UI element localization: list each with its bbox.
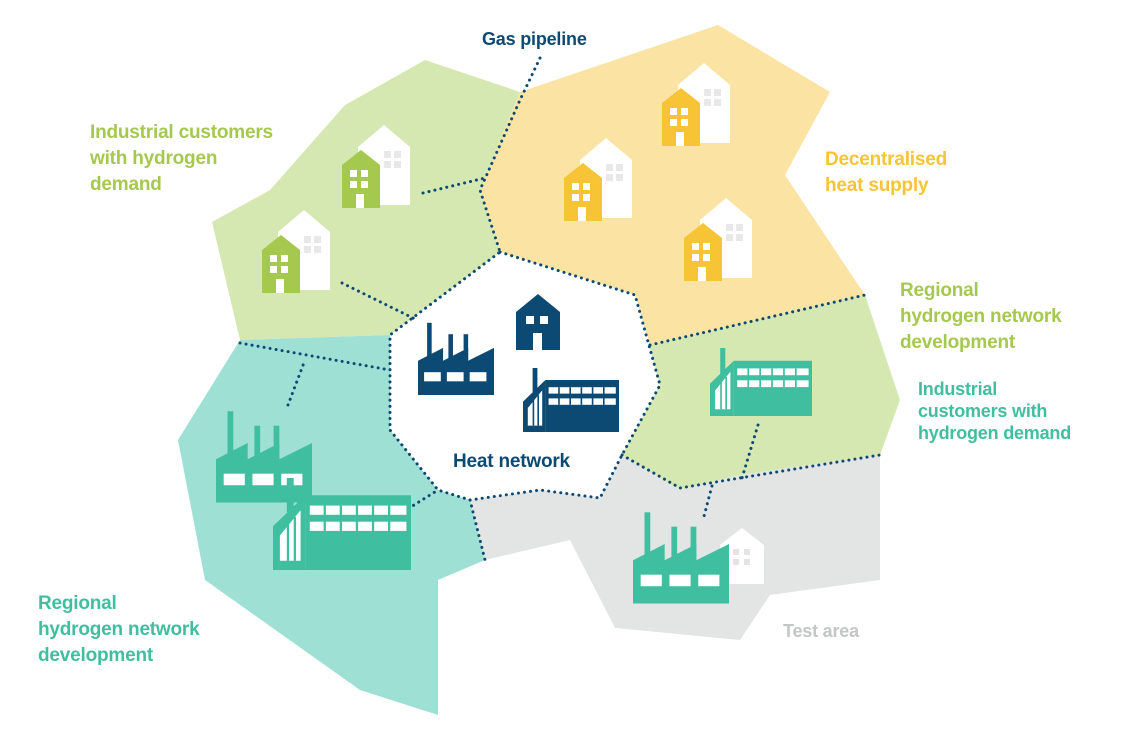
- industrial-customers-left-label: Industrial customers with hydrogen deman…: [90, 122, 273, 195]
- gas-pipeline-label: Gas pipeline: [482, 29, 587, 49]
- dotted-borders: [238, 56, 882, 562]
- region-heat-network: [390, 252, 660, 500]
- regional-hydrogen-right-label: Regional hydrogen network development: [900, 280, 1062, 353]
- border-yellow-green-right: [648, 293, 867, 347]
- decentralised-heat-label: Decentralised heat supply: [825, 149, 948, 196]
- industrial-customers-right-label: Industrial customers with hydrogen deman…: [918, 379, 1072, 443]
- gas-pipeline-line: [478, 56, 542, 254]
- region-decentralised-heat: [480, 25, 865, 345]
- connector-house-top-left: [421, 176, 487, 195]
- connector-factory-left: [286, 358, 307, 407]
- border-green-teal-left: [238, 341, 392, 372]
- house-icon: [516, 294, 560, 350]
- regional-hydrogen-left-label: Regional hydrogen network development: [38, 593, 200, 666]
- border-teal-grey: [468, 498, 487, 562]
- connector-hall-left: [396, 488, 440, 517]
- connector-factory-test: [701, 484, 714, 522]
- heat-network-label: Heat network: [453, 451, 570, 472]
- border-green-grey-right: [620, 453, 882, 490]
- test-area-label: Test area: [783, 621, 859, 641]
- connector-house-bottom-left: [340, 281, 419, 322]
- house-icon: [720, 528, 764, 584]
